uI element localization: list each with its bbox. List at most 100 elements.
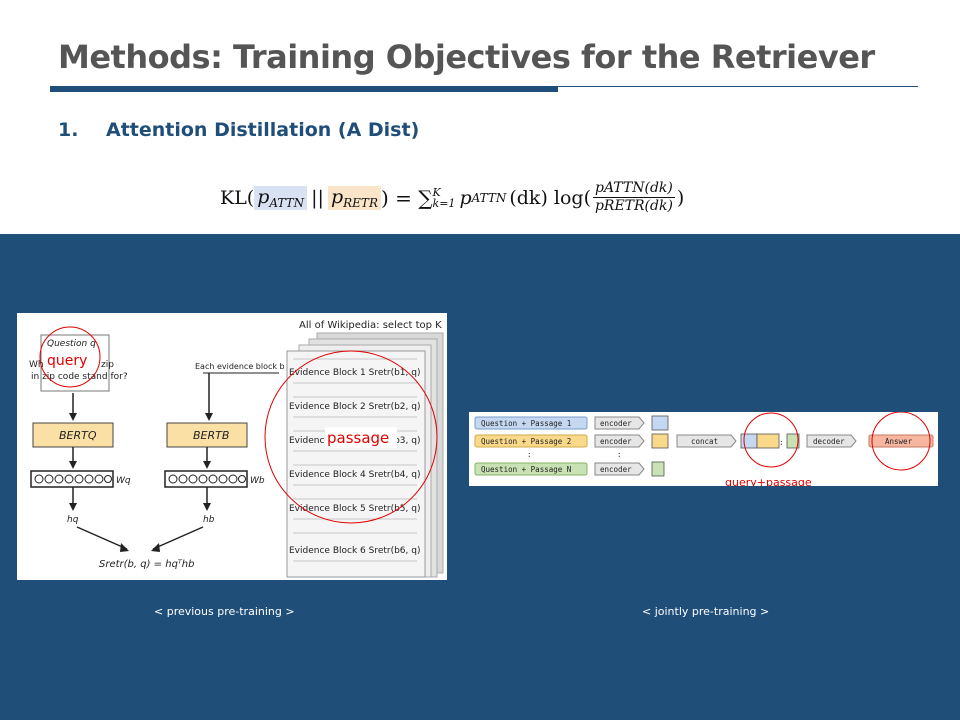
evidence-text-lines: [293, 358, 417, 562]
bert-q-arrow-head: [69, 461, 77, 469]
encoder-label-2: encoder: [600, 437, 632, 446]
bert-b-box: [166, 422, 248, 448]
query-passage-annotation: query+passage: [725, 476, 812, 486]
answer-circle: [871, 411, 931, 471]
formula-p-attn: pATTN: [254, 185, 308, 210]
formula-fraction-bottom: pRETR(dk): [594, 198, 673, 214]
w-q-label: Wq: [116, 476, 131, 486]
bert-q-label: BERTQ: [59, 429, 97, 442]
vector-q: [30, 470, 114, 488]
formula-sum-upper: K: [432, 185, 441, 199]
concat-label: concat: [691, 437, 718, 446]
vector-b-cells: [168, 474, 246, 484]
caption-previous-pretraining: < previous pre-training >: [154, 605, 295, 618]
evidence-arrow-head: [205, 413, 213, 421]
w-b-label: Wb: [250, 476, 265, 486]
query-label-bg: [45, 352, 97, 369]
formula-p-attn-symbol: p: [257, 185, 270, 208]
section-number: 1.: [58, 119, 79, 141]
question-text-2: in zip code stand for?: [31, 372, 128, 382]
answer-box: [868, 434, 934, 448]
encoder-label-n: encoder: [600, 465, 632, 474]
query-circle: [39, 326, 101, 388]
question-arrow-head: [69, 413, 77, 421]
formula-sum: ) = ∑: [380, 185, 433, 210]
slide-title: Methods: Training Objectives for the Ret…: [58, 38, 875, 76]
retriever-diagram: Question q Wh zip in zip code stand for?…: [29, 320, 444, 578]
section-heading: 1. Attention Distillation (A Dist): [58, 119, 419, 141]
caption-jointly-pretraining: < jointly pre-training >: [642, 605, 770, 618]
formula-kl: KL(: [220, 186, 255, 209]
section-title: Attention Distillation (A Dist): [106, 119, 420, 141]
evidence-block-1: Evidence Block 1 Sretr(b1, q): [289, 368, 420, 378]
h-q-to-score-head: [120, 543, 129, 552]
formula-p-retr: pRETR: [327, 185, 381, 210]
bert-q-box: [32, 422, 114, 448]
input-label-2: Question + Passage 2: [481, 437, 571, 446]
formula-separator: ||: [311, 186, 324, 209]
question-text-1b: zip: [101, 360, 114, 370]
formula-sum-lower: k=1: [432, 196, 456, 210]
bert-b-label: BERTB: [193, 429, 229, 442]
question-text-1: Wh: [29, 360, 44, 370]
fid-diagram: Question + Passage 1 Question + Passage …: [474, 411, 934, 489]
vector-b: [164, 470, 248, 488]
evidence-block-6: Evidence Block 6 Sretr(b6, q): [289, 546, 420, 556]
formula-close: ): [676, 186, 685, 209]
formula-p-retr-sub: RETR: [343, 195, 378, 210]
concat-box: [676, 434, 737, 448]
question-tab: Question q: [47, 339, 96, 349]
input-label-n: Question + Passage N: [481, 465, 571, 474]
h-q-label: hq: [67, 515, 79, 525]
formula-term-p: p: [459, 186, 472, 209]
decoder-label: decoder: [813, 437, 845, 446]
passage-label-bg: [325, 427, 397, 448]
formula-fraction-top: pATTN(dk): [593, 180, 675, 198]
evidence-block-4: Evidence Block 4 Sretr(b4, q): [289, 470, 420, 480]
decoder-box: [806, 434, 857, 448]
vector-q-cells: [34, 474, 112, 484]
formula-term-arg: (dk) log(: [509, 186, 591, 209]
concat-dots: :: [779, 438, 784, 447]
title-rule-thin: [50, 86, 918, 87]
wikipedia-header: All of Wikipedia: select top K: [299, 320, 442, 331]
score-formula: Sretr(b, q) = hqᵀhb: [99, 559, 194, 570]
formula-fraction: pATTN(dk) pRETR(dk): [593, 180, 675, 215]
token-block-2: [651, 433, 669, 449]
concat-block-n: [786, 433, 800, 449]
formula-term-sub: ATTN: [471, 190, 507, 205]
h-b-to-score-arrow: [152, 526, 204, 550]
query-annotation: query: [47, 353, 87, 369]
formula-p-retr-symbol: p: [330, 185, 344, 208]
h-b-label: hb: [203, 515, 215, 525]
concat-block-2: [756, 433, 780, 449]
encoder-dots: :: [617, 450, 622, 459]
encoder-n: [594, 462, 645, 476]
encoder-2: [594, 434, 645, 448]
input-box-1: [474, 416, 588, 430]
h-b-to-score-head: [151, 543, 160, 552]
input-dots: :: [527, 450, 532, 459]
encoder-label-1: encoder: [600, 419, 632, 428]
evidence-block-2: Evidence Block 2 Sretr(b2, q): [289, 402, 420, 412]
previous-pretraining-figure: Question q Wh zip in zip code stand for?…: [17, 313, 447, 580]
vector-b-arrow-head: [203, 503, 211, 511]
passage-circle: [264, 350, 438, 524]
formula-p-attn-sub: ATTN: [269, 195, 305, 210]
annotation-label-bg: [723, 476, 819, 488]
concat-circle: [743, 412, 799, 468]
joint-pretraining-figure: Question + Passage 1 Question + Passage …: [469, 411, 938, 489]
token-block-1: [651, 415, 669, 431]
input-box-n: [474, 462, 588, 476]
title-rule-thick: [50, 87, 558, 92]
evidence-block-5: Evidence Block 5 Sretr(b5, q): [289, 504, 420, 514]
concat-block-1: [740, 433, 758, 449]
token-block-n: [651, 461, 665, 477]
encoder-1: [594, 416, 645, 430]
h-q-to-score-arrow: [76, 526, 128, 550]
evidence-label: Each evidence block b: [195, 362, 285, 371]
answer-label: Answer: [885, 437, 913, 446]
input-label-1: Question + Passage 1: [481, 419, 571, 428]
